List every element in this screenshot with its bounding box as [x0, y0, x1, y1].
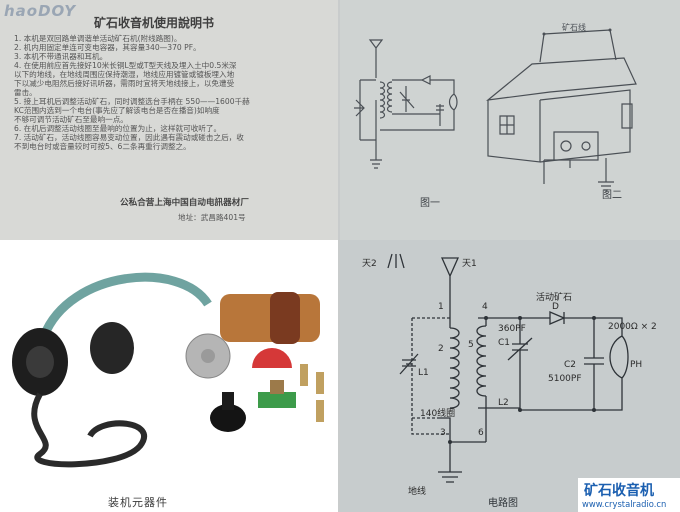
label-node-1: 1 — [438, 302, 444, 312]
label-node-5: 5 — [468, 340, 474, 350]
brand-name: 矿石收音机 — [584, 483, 654, 499]
manual-line: 雷击。 — [14, 88, 37, 97]
brand-url: www.crystalradio.cn — [582, 499, 667, 509]
binding-post — [316, 400, 324, 422]
figure-2-label: 图二 — [602, 190, 622, 201]
antenna-1 — [440, 257, 460, 316]
parts-panel: 装机元器件 — [0, 240, 338, 512]
label-ph: PH — [630, 360, 643, 370]
label-antenna-1: 天1 — [462, 259, 477, 269]
label-c1-value: 360PF — [498, 324, 526, 334]
circuit-panel: 天2 天1 活动矿石 D 2000Ω × 2 360PF C1 C2 5100P… — [340, 240, 680, 512]
label-earphone-impedance: 2000Ω × 2 — [608, 322, 657, 332]
manual-panel: haoDOY 矿石收音机使用說明书 1. 本机是双回路单调谐单活动矿石机(附线路… — [0, 0, 338, 240]
manual-line: 4. 在使用前应首先接好10米长铜L型或T型天线及埋入土中0.5米深 — [14, 61, 237, 70]
figure-1-label: 图一 — [420, 198, 440, 209]
manual-lines: 1. 本机是双回路单调谐单活动矿石机(附线路图)。2. 机内用固定单连可变电容器… — [14, 34, 334, 151]
label-l1: L1 — [418, 368, 429, 378]
roof-antenna-label: 矿石线 — [562, 23, 586, 32]
coil-winding — [270, 292, 300, 344]
label-ground: 地线 — [408, 487, 427, 497]
manual-line: 以下的地线，在地线周围应保持潮湿，地线应用镀管或镀板埋入地 — [14, 70, 235, 79]
circuit-title: 电路图 — [488, 498, 518, 509]
label-diode: D — [552, 302, 559, 312]
manual-title: 矿石收音机使用說明书 — [94, 16, 215, 30]
manual-line: 7. 活动矿石，活动线圈容易变动位置，因此遇有震动或碰击之后，收 — [14, 133, 244, 142]
earphone-right — [90, 322, 134, 374]
watermark: haoDOY — [4, 2, 77, 20]
label-c2-value: 5100PF — [548, 374, 582, 384]
tuning-knob — [210, 404, 246, 432]
label-node-2: 2 — [438, 344, 444, 354]
manual-line: 6. 在机后调整活动线圈至最响的位置为止，这样就可收听了。 — [14, 124, 222, 133]
installation-sketch — [354, 28, 637, 191]
manual-line: KC范围内选到一个电台(事先应了解该电台是否在播音)如响度 — [14, 106, 220, 115]
label-antenna-2: 天2 — [362, 259, 377, 269]
label-l2: L2 — [498, 398, 509, 408]
label-node-4: 4 — [482, 302, 488, 312]
manual-line: 不够可调节活动矿石至最响一点。 — [14, 115, 128, 124]
manual-line: 1. 本机是双回路单调谐单活动矿石机(附线路图)。 — [14, 34, 182, 43]
installation-panel: 矿石线 图一 图二 — [340, 0, 680, 240]
manual-line: 2. 机内用固定单连可变电容器，其容量340—370 PF。 — [14, 43, 201, 52]
parts-caption: 装机元器件 — [108, 496, 168, 509]
label-c2: C2 — [564, 360, 577, 370]
manual-line: 不到电台时或音量较时可按5、6二条再重行调整之。 — [14, 142, 191, 151]
brand-badge: 矿石收音机 www.crystalradio.cn — [578, 478, 680, 512]
antenna-2 — [387, 253, 405, 269]
headband — [39, 272, 212, 338]
label-node-3: 3 — [440, 428, 446, 438]
parts-photo — [12, 272, 324, 468]
label-turns: 140线圈 — [420, 409, 456, 419]
earphone-cord — [31, 392, 147, 468]
circuit-diagram — [387, 253, 629, 483]
crystal-detector — [258, 392, 296, 408]
manual-line: 3. 本机不带通讯器和耳机。 — [14, 52, 108, 61]
label-node-6: 6 — [478, 428, 484, 438]
label-crystal: 活动矿石 — [536, 293, 573, 303]
manual-line: 下以减少电阻然后接好讯听器，需雨时宜将天地线接上，以免遭受 — [14, 79, 235, 88]
dial-plate — [252, 348, 292, 368]
manual-line: 5. 接上耳机后调整活动矿石，同时调整选台手柄在 550——1600千赫 — [14, 97, 250, 106]
company-name: 公私合营上海中国自动电訊器材厂 — [120, 198, 249, 208]
label-c1: C1 — [498, 338, 511, 348]
binding-post — [316, 372, 324, 394]
binding-post — [300, 364, 308, 386]
company-address: 地址：武昌路401号 — [178, 213, 246, 222]
